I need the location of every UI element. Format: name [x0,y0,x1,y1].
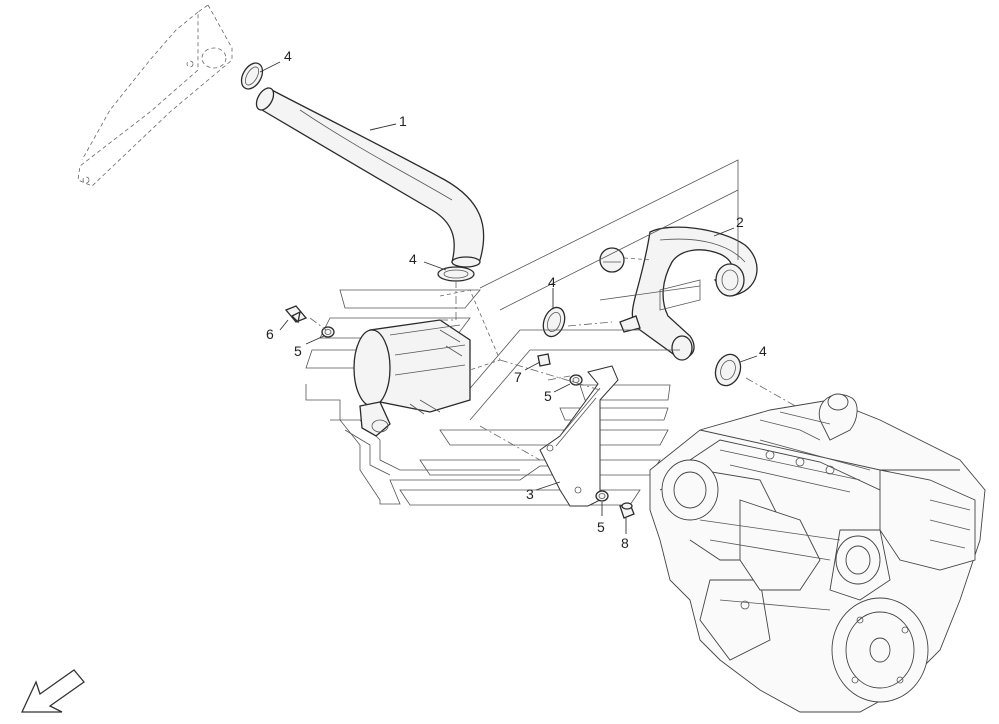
callout-4-right: 4 [759,343,767,359]
callout-1: 1 [399,113,407,129]
nut-part-5c[interactable] [595,490,609,502]
callout-leaders [259,61,758,534]
mounting-frame-bracket [77,4,233,187]
callout-4-middle: 4 [409,251,417,267]
callout-5-bottom: 5 [597,519,605,535]
callout-6: 6 [266,326,274,342]
callout-2: 2 [736,214,744,230]
arrow-down-left-icon [20,669,85,713]
hose-part-1[interactable] [253,85,485,268]
cap-part-8[interactable] [619,502,635,519]
callout-8: 8 [621,535,629,551]
nut-part-5b[interactable] [569,374,583,386]
callout-labels: 1 2 3 4 4 4 4 5 5 5 6 7 8 [266,48,767,551]
support-bracket-part-3[interactable] [499,359,619,507]
hose-clamp-part-4d[interactable] [711,351,744,389]
callout-7: 7 [514,369,522,385]
callout-3: 3 [526,486,534,502]
bolt-part-7[interactable] [537,353,551,367]
hose-clamp-part-4a[interactable] [237,59,267,92]
callout-5-mid: 5 [544,388,552,404]
callout-5-left: 5 [294,343,302,359]
hose-clamp-part-4b[interactable] [437,266,475,282]
callout-4-top: 4 [284,48,292,64]
callout-4-center: 4 [548,274,556,290]
air-cleaner-housing [353,280,501,437]
engine-assembly [649,393,986,713]
hose-part-2[interactable] [619,226,758,361]
bolt-part-6[interactable] [284,305,308,324]
hose-clamp-part-4c[interactable] [539,304,568,339]
